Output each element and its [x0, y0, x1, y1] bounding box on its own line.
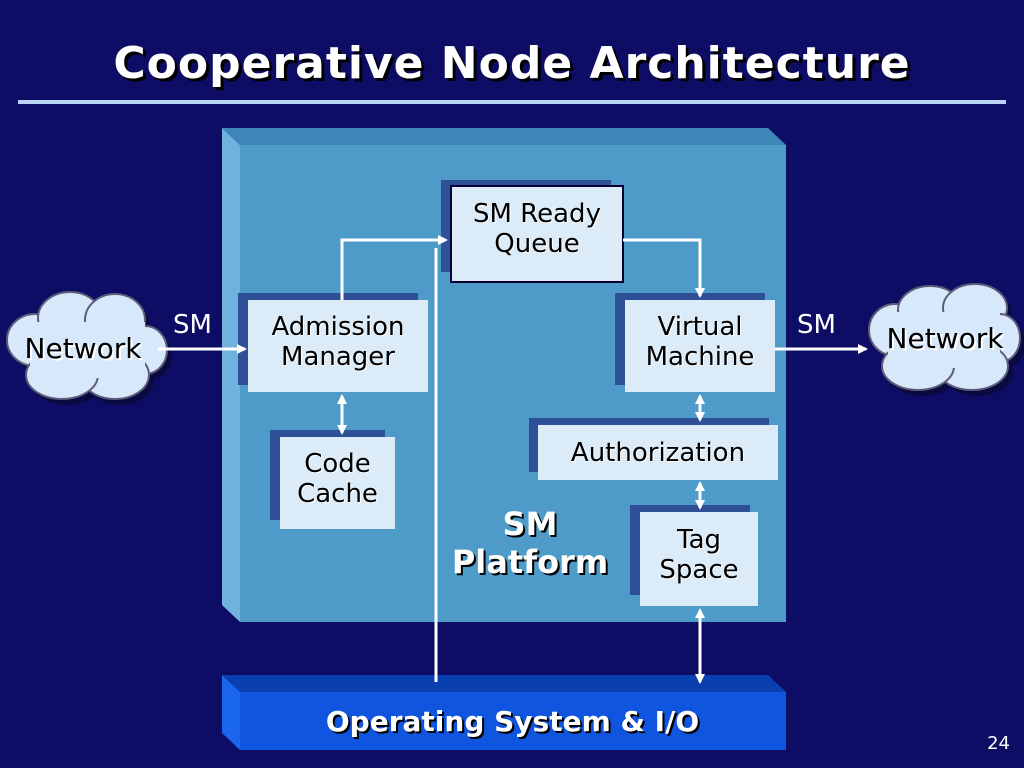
network-right-label: Network [886, 322, 1004, 355]
virtual-machine-label: Virtual Machine [625, 312, 775, 372]
authorization-box [529, 418, 778, 480]
tag-space-box [630, 505, 758, 606]
sm-platform-label: SM Platform [440, 505, 620, 581]
os-label: Operating System & I/O [325, 705, 700, 738]
slide-title: Cooperative Node Architecture [113, 38, 911, 89]
code-cache-label-line2: Cache [297, 479, 378, 509]
admission-manager-box [238, 293, 428, 392]
sm-output-label: SM [797, 310, 836, 340]
tag-space-label: Tag Space [640, 525, 758, 585]
arrow-queue-to-vm [623, 238, 705, 298]
ready-queue-label-line1: SM Ready [473, 199, 601, 229]
admission-manager-label: Admission Manager [248, 312, 428, 372]
admission-manager-label-line1: Admission [271, 312, 405, 342]
title-divider [18, 100, 1006, 104]
tag-space-label-line1: Tag [676, 525, 721, 555]
virtual-machine-label-line1: Virtual [657, 312, 743, 342]
virtual-machine-label-line2: Machine [645, 342, 755, 372]
code-cache-label: Code Cache [280, 449, 395, 509]
arrow-admission-to-queue [340, 235, 448, 300]
tag-space-label-line2: Space [659, 555, 739, 585]
code-cache-label-line1: Code [304, 449, 371, 479]
sm-input-label: SM [173, 310, 212, 340]
sm-platform-label-line2: Platform [451, 543, 609, 581]
ready-queue-box [441, 180, 624, 283]
sm-platform-label-line1: SM [502, 505, 558, 543]
slide-number: 24 [987, 733, 1010, 754]
ready-queue-label: SM Ready Queue [451, 199, 623, 259]
os-bar [222, 675, 786, 750]
ready-queue-label-line2: Queue [494, 229, 580, 259]
network-left-label: Network [24, 332, 142, 365]
network-cloud-right [868, 283, 1024, 396]
authorization-label-line1: Authorization [570, 438, 746, 468]
virtual-machine-box [615, 293, 775, 392]
code-cache-box [270, 430, 395, 529]
network-cloud-left [6, 291, 172, 405]
admission-manager-label-line2: Manager [281, 342, 395, 372]
authorization-label: Authorization [538, 438, 778, 468]
